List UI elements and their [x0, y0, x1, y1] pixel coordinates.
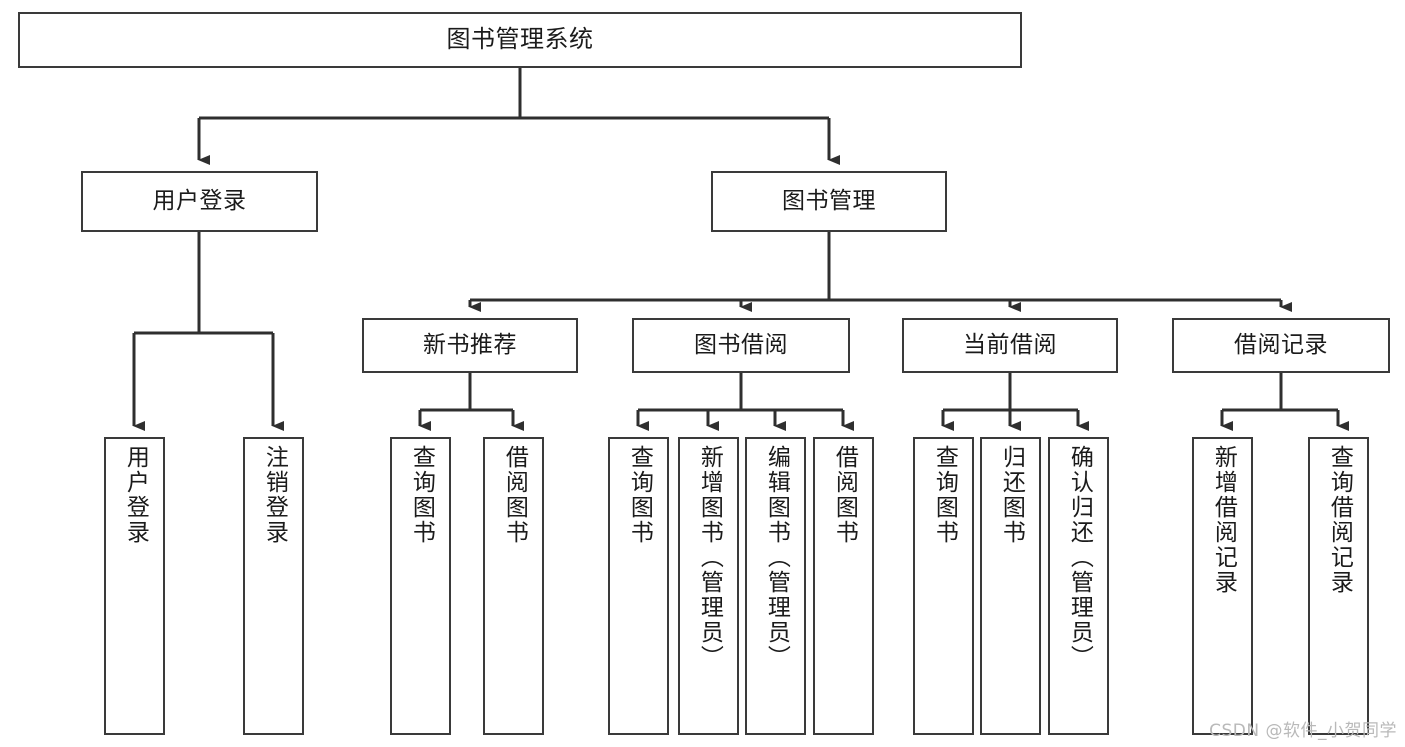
node-leaf-query-book-3-label: 查询图书: [931, 445, 958, 545]
node-borrow-record[interactable]: 借阅记录: [1172, 318, 1390, 373]
node-leaf-add-book[interactable]: 新增图书（管理员）: [678, 437, 739, 735]
node-current-borrow-label: 当前借阅: [963, 332, 1057, 359]
node-leaf-logout[interactable]: 注销登录: [243, 437, 304, 735]
node-book-manage[interactable]: 图书管理: [711, 171, 947, 232]
node-leaf-borrow-book-2-label: 借阅图书: [831, 445, 858, 545]
node-leaf-query-book-3[interactable]: 查询图书: [913, 437, 974, 735]
node-leaf-query-book-2[interactable]: 查询图书: [608, 437, 669, 735]
node-leaf-add-book-label: 新增图书（管理员）: [696, 445, 723, 670]
node-leaf-return-book[interactable]: 归还图书: [980, 437, 1041, 735]
node-root-label: 图书管理系统: [446, 25, 594, 54]
node-borrow-record-label: 借阅记录: [1234, 332, 1328, 359]
connector-lines: [132, 68, 1349, 431]
node-user-login[interactable]: 用户登录: [81, 171, 318, 232]
node-leaf-confirm-return[interactable]: 确认归还（管理员）: [1048, 437, 1109, 735]
node-new-book-rec[interactable]: 新书推荐: [362, 318, 578, 373]
node-leaf-edit-book-label: 编辑图书（管理员）: [763, 445, 790, 670]
node-book-borrow[interactable]: 图书借阅: [632, 318, 850, 373]
node-user-login-label: 用户登录: [152, 188, 247, 215]
node-leaf-add-record[interactable]: 新增借阅记录: [1192, 437, 1253, 735]
node-leaf-query-book-1-label: 查询图书: [408, 445, 435, 545]
csdn-watermark: CSDN @软件_小贺同学: [1209, 721, 1397, 741]
node-leaf-query-book-2-label: 查询图书: [626, 445, 653, 545]
node-leaf-query-book-1[interactable]: 查询图书: [390, 437, 451, 735]
node-leaf-borrow-book-2[interactable]: 借阅图书: [813, 437, 874, 735]
node-leaf-query-record-label: 查询借阅记录: [1326, 445, 1353, 595]
node-leaf-logout-label: 注销登录: [261, 445, 288, 545]
node-leaf-query-record[interactable]: 查询借阅记录: [1308, 437, 1369, 735]
node-current-borrow[interactable]: 当前借阅: [902, 318, 1118, 373]
node-book-borrow-label: 图书借阅: [694, 332, 788, 359]
node-leaf-add-record-label: 新增借阅记录: [1210, 445, 1237, 595]
node-leaf-borrow-book-1[interactable]: 借阅图书: [483, 437, 544, 735]
node-book-manage-label: 图书管理: [782, 188, 876, 215]
node-leaf-confirm-return-label: 确认归还（管理员）: [1066, 445, 1093, 670]
node-leaf-borrow-book-1-label: 借阅图书: [501, 445, 528, 545]
node-leaf-edit-book[interactable]: 编辑图书（管理员）: [745, 437, 806, 735]
node-new-book-rec-label: 新书推荐: [423, 332, 517, 359]
node-leaf-user-login[interactable]: 用户登录: [104, 437, 165, 735]
node-leaf-return-book-label: 归还图书: [998, 445, 1025, 545]
node-leaf-user-login-label: 用户登录: [122, 445, 149, 545]
node-root[interactable]: 图书管理系统: [18, 12, 1022, 68]
